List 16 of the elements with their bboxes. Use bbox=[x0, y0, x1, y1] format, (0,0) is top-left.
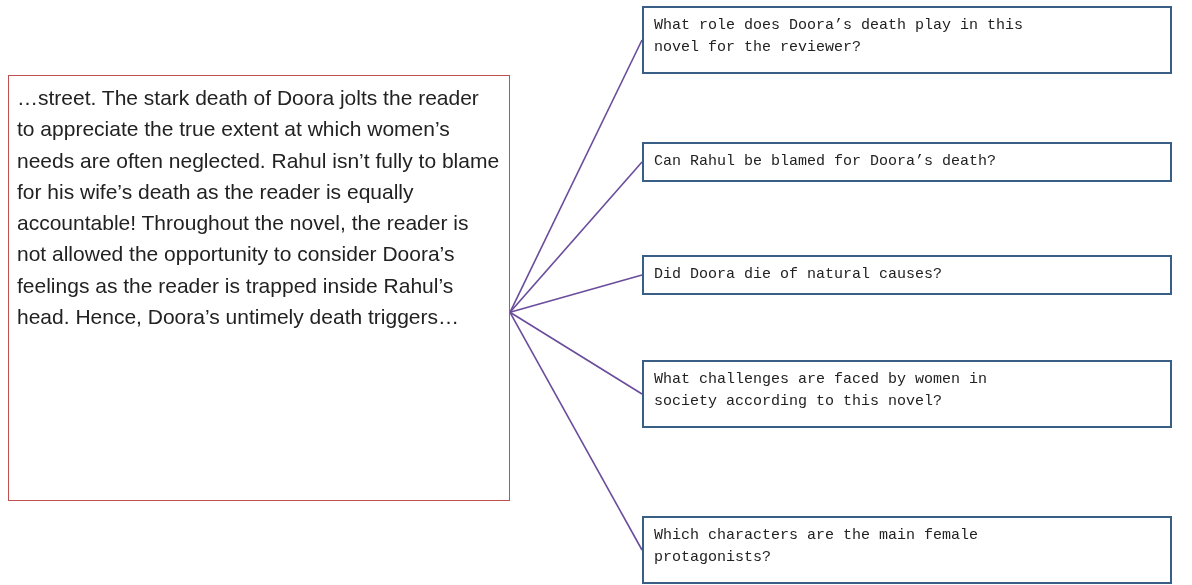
connector-line bbox=[509, 274, 643, 314]
question-box bbox=[642, 255, 1172, 295]
passage-text: …street. The stark death of Doora jolts the reader to appreciate the true extent at which women’s needs are often neglected. Rahul isn’t fully to blame for his wife’s death as the reader is equally accountable! Throughout the novel, the reader is not allowed the opportunity to consider Doora’s feelings as the reader is trapped inside Rahul’s head. Hence, Doora’s untimely death triggers… bbox=[17, 86, 500, 329]
connector-line bbox=[509, 311, 643, 395]
question-box bbox=[642, 516, 1172, 584]
question-text: What challenges are faced by women in society according to this novel? bbox=[654, 370, 989, 412]
question-text: Did Doora die of natural causes? bbox=[654, 265, 944, 285]
question-box bbox=[642, 6, 1172, 74]
question-text: What role does Doora’s death play in this novel for the reviewer? bbox=[654, 16, 1025, 58]
question-text: Which characters are the main female protagonists? bbox=[654, 526, 980, 568]
question-box bbox=[642, 142, 1172, 182]
question-text: Can Rahul be blamed for Doora’s death? bbox=[654, 152, 998, 172]
text-box bbox=[8, 75, 510, 501]
connector-line bbox=[509, 161, 643, 314]
question-box bbox=[642, 360, 1172, 428]
connector-line bbox=[509, 311, 643, 551]
